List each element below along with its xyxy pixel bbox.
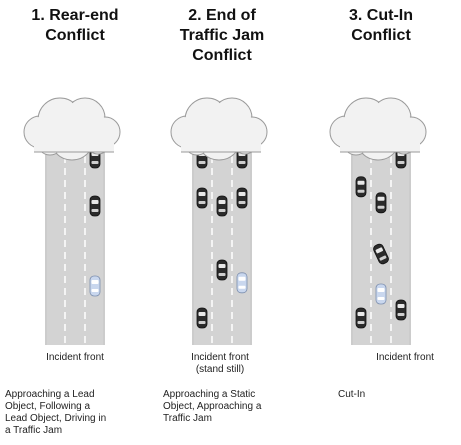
- vehicle: [196, 187, 208, 209]
- ego-vehicle: [236, 272, 248, 294]
- panel-3-description: Cut-In: [338, 389, 366, 400]
- panel-1-title: 1. Rear-end Conflict: [31, 7, 119, 44]
- vehicle: [395, 299, 407, 321]
- panel-1-description: Approaching a Lead Object, Following a L…: [5, 389, 107, 436]
- panel-2-title: 2. End of Traffic Jam Conflict: [179, 7, 265, 64]
- vehicle: [89, 195, 101, 217]
- panel-1-road-scene: [23, 97, 121, 345]
- panel-2-description: Approaching a Static Object, Approaching…: [163, 389, 262, 424]
- ego-vehicle: [375, 283, 387, 305]
- vehicle: [216, 195, 228, 217]
- panel-3-title: 3. Cut-In Conflict: [349, 7, 413, 44]
- cloud: [23, 97, 121, 161]
- vehicle: [236, 187, 248, 209]
- vehicle: [373, 243, 389, 265]
- cloud: [329, 97, 427, 161]
- vehicle: [355, 307, 367, 329]
- vehicle: [355, 176, 367, 198]
- vehicle: [196, 307, 208, 329]
- panel-3-road-scene: [329, 97, 427, 345]
- ego-vehicle: [89, 275, 101, 297]
- panel-2-road-scene: [170, 97, 268, 345]
- vehicle: [216, 259, 228, 281]
- cloud: [170, 97, 268, 161]
- vehicle: [375, 192, 387, 214]
- panel-1-caption: Incident front: [46, 352, 104, 363]
- panel-3-caption: Incident front: [376, 352, 434, 363]
- panel-2-caption: Incident front (stand still): [191, 352, 249, 375]
